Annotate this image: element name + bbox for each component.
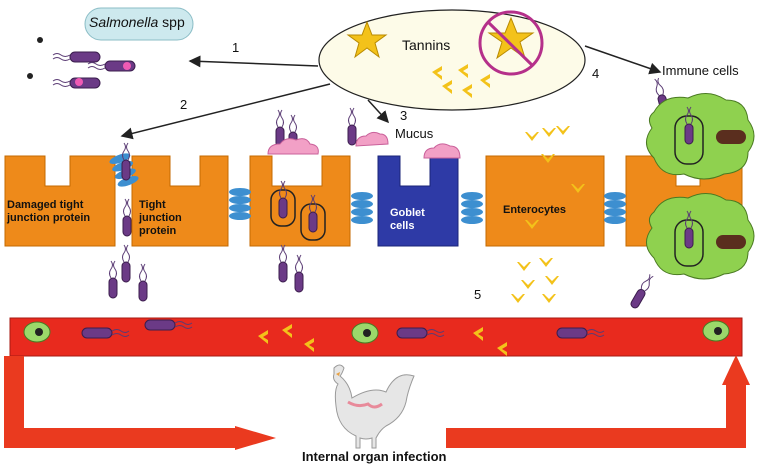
internal-organ-infection-label: Internal organ infection bbox=[302, 449, 447, 464]
mucus-blobs bbox=[267, 131, 461, 159]
step-4-label: 4 bbox=[592, 66, 600, 81]
star-icon bbox=[346, 20, 388, 59]
immune-cells-label: Immune cells bbox=[662, 63, 739, 78]
mucus-label: Mucus bbox=[395, 126, 434, 141]
damaged-tight-junction-label: Damaged tight junction protein bbox=[7, 199, 91, 224]
enterocyte-cell-2 bbox=[131, 155, 229, 247]
enterocytes-label: Enterocytes bbox=[503, 204, 566, 216]
flow-arrows bbox=[4, 355, 750, 450]
tannins-ellipse bbox=[318, 9, 586, 111]
immune-cell-2 bbox=[646, 193, 755, 280]
tannins-label: Tannins bbox=[402, 37, 451, 53]
vacuole-bacteria bbox=[270, 180, 326, 241]
enterocyte-cell-1 bbox=[4, 155, 116, 247]
salmonella-suffix: spp bbox=[158, 14, 185, 30]
tight-junction-label: Tight junction protein bbox=[139, 199, 182, 237]
goblet-cells-label: Goblet cells bbox=[390, 207, 425, 232]
chicken-icon bbox=[333, 364, 415, 449]
enterocyte-cell-4 bbox=[485, 155, 605, 247]
step-3-label: 3 bbox=[400, 108, 408, 123]
step-5-label: 5 bbox=[474, 287, 482, 302]
salmonella-bubble bbox=[84, 7, 194, 41]
star-icon bbox=[487, 16, 535, 60]
blood-vessel bbox=[9, 317, 743, 357]
immune-cell-1 bbox=[646, 93, 755, 180]
salmonella-cluster bbox=[27, 37, 136, 89]
enterocyte-cell-3 bbox=[249, 155, 351, 247]
salmonella-genus: Salmonella bbox=[89, 14, 159, 30]
step-1-label: 1 bbox=[232, 40, 240, 55]
step-2-label: 2 bbox=[180, 97, 188, 112]
salmonella-label: Salmonella spp bbox=[89, 14, 185, 30]
